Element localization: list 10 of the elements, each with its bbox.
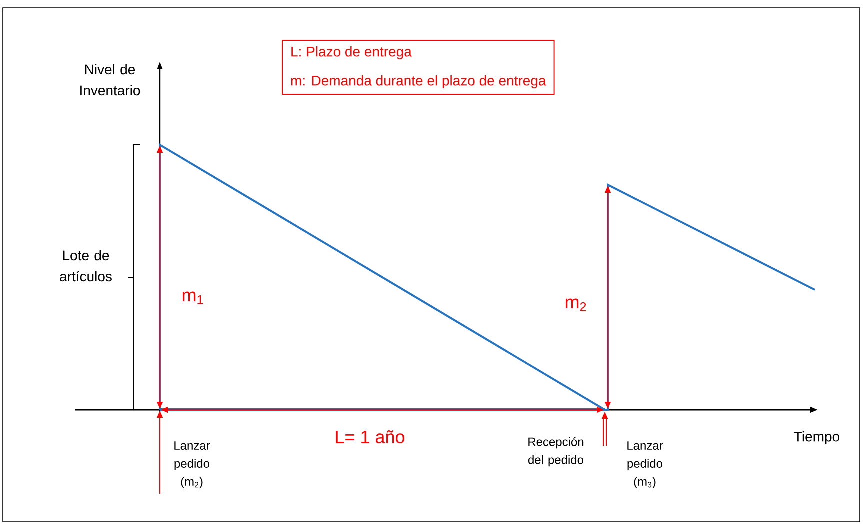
measure-label: m$_{2}$ bbox=[566, 298, 586, 312]
axis-title: Tiempo bbox=[794, 431, 840, 444]
bracket-label: Lote de artículos bbox=[60, 250, 112, 282]
measure-label: m$_{1}$ bbox=[182, 292, 204, 304]
event-label: Recepción del pedido bbox=[528, 437, 584, 467]
measure-label: L= 1 año bbox=[336, 430, 404, 444]
axis-title: Nivel de Inventario bbox=[80, 64, 140, 96]
key-box: L: Plazo de entrega m: Demanda durante el plazo de entrega bbox=[282, 40, 555, 96]
event-label: Lanzar pedido (m$_{3}$) bbox=[628, 442, 664, 488]
event-label: Lanzar pedido (m$_{2}$) bbox=[174, 442, 210, 488]
